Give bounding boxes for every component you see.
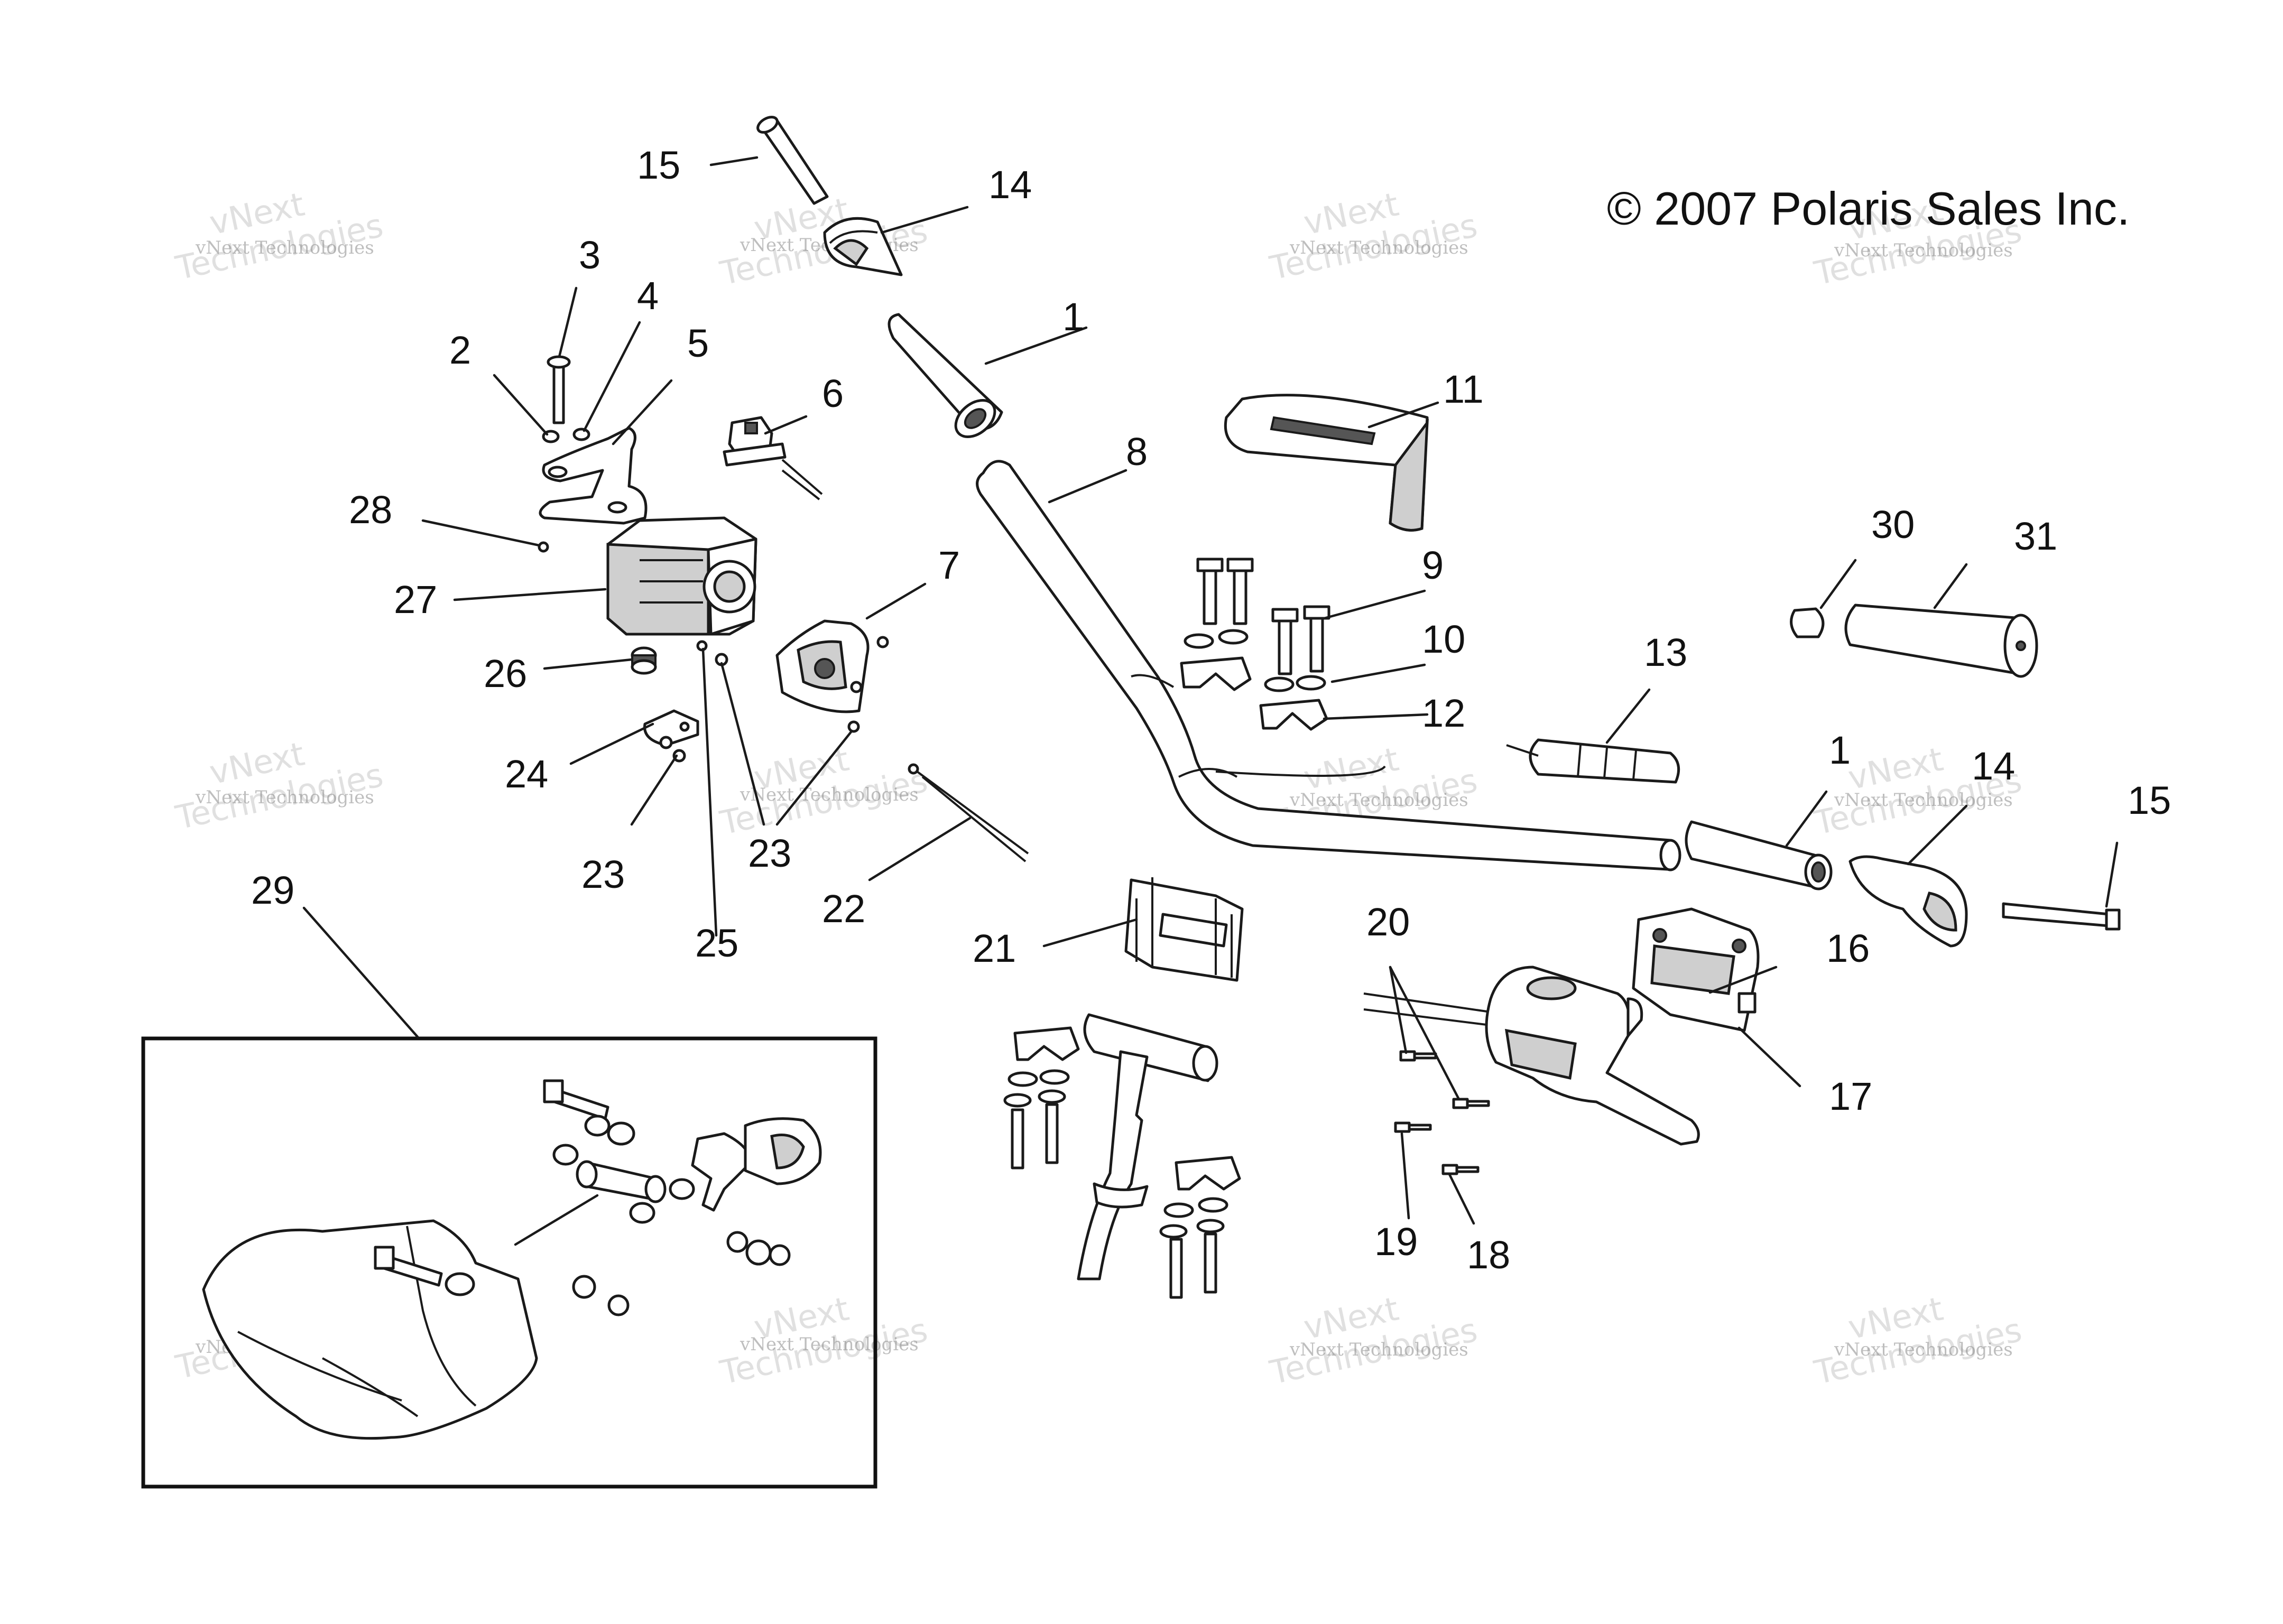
callout-17: 17 <box>1829 1074 1872 1118</box>
part-steering-post <box>1077 1013 1218 1280</box>
callout-4: 4 <box>637 274 659 318</box>
part-control-housing <box>606 516 757 636</box>
part-small-pin <box>538 541 549 553</box>
callout-3: 3 <box>579 233 600 277</box>
watermark-text: vNext Technologies <box>1289 237 1468 258</box>
leader-lines <box>302 156 2119 1246</box>
watermark-text: vNext Technologies <box>1289 1339 1468 1360</box>
callout-26: 26 <box>484 652 527 695</box>
callout-27: 27 <box>394 578 437 621</box>
callout-25: 25 <box>695 921 738 965</box>
callout-12: 12 <box>1422 691 1465 735</box>
callout-labels: 15 14 3 4 2 5 1 6 8 11 28 27 7 9 30 31 1… <box>251 143 2171 1277</box>
callout-20: 20 <box>1366 900 1410 944</box>
part-switch <box>723 416 823 500</box>
watermark-text: vNext Technologies <box>1834 1339 2013 1360</box>
part-clamp-set-top <box>1180 558 1330 731</box>
part-handlebar <box>976 460 1681 871</box>
part-bolt-right <box>2002 902 2121 931</box>
part-mount-bracket <box>1124 877 1244 982</box>
callout-30: 30 <box>1871 503 1915 546</box>
callout-8: 8 <box>1126 430 1148 474</box>
callout-9: 9 <box>1422 543 1444 587</box>
part-bolt-top-left <box>756 116 829 205</box>
callout-15-top: 15 <box>637 143 680 187</box>
callout-5: 5 <box>687 321 709 365</box>
part-switch-cover <box>775 619 889 733</box>
callout-16: 16 <box>1826 926 1870 970</box>
callout-22: 22 <box>822 887 865 931</box>
part-throttle-cable <box>908 763 1029 862</box>
callout-11: 11 <box>1443 367 1484 411</box>
part-grip-left <box>888 313 1003 438</box>
callout-1-right: 1 <box>1829 728 1851 772</box>
copyright-notice: © 2007 Polaris Sales Inc. <box>1607 182 2130 235</box>
callout-2: 2 <box>449 328 471 372</box>
callout-10: 10 <box>1422 617 1465 661</box>
part-cover-plate <box>643 709 699 763</box>
callout-23-right: 23 <box>748 831 791 875</box>
callout-19: 19 <box>1374 1220 1418 1264</box>
callout-13: 13 <box>1644 630 1687 674</box>
watermark-text: vNext Technologies <box>740 784 919 805</box>
callout-21: 21 <box>973 926 1016 970</box>
callout-23-left: 23 <box>581 852 625 896</box>
watermark-text: vNext Technologies <box>1834 790 2013 811</box>
part-brake-master-cylinder <box>1363 966 1700 1146</box>
callout-29: 29 <box>251 868 294 912</box>
callout-6: 6 <box>822 372 844 415</box>
part-hand-warmer <box>1506 738 1680 784</box>
part-clamp-set-bottom <box>1003 1026 1241 1299</box>
part-screws-lower-right <box>1394 1050 1490 1175</box>
part-grip-right <box>1685 820 1833 890</box>
part-grip-cap-and-grip <box>1790 604 2038 678</box>
callout-14-right: 14 <box>1972 744 2015 788</box>
inset-box <box>141 1036 877 1489</box>
callout-24: 24 <box>505 752 548 796</box>
part-bracket-assembly <box>539 355 648 525</box>
callout-15-right: 15 <box>2128 778 2171 822</box>
part-windshield-assembly <box>202 1079 822 1440</box>
watermark-text: vNext Technologies <box>195 237 374 258</box>
callout-28: 28 <box>349 488 392 532</box>
callout-7: 7 <box>938 543 960 587</box>
callout-1-top: 1 <box>1062 295 1084 339</box>
callout-18: 18 <box>1467 1233 1510 1277</box>
watermark-text: vNext Technologies <box>195 787 374 808</box>
part-brake-reservoir-cover <box>1632 907 1760 1032</box>
part-nut <box>631 646 657 675</box>
watermark-text: vNext Technologies <box>1289 790 1468 811</box>
part-handlebar-pad <box>1224 394 1429 532</box>
part-end-cap-right <box>1848 855 1968 948</box>
callout-31: 31 <box>2014 514 2057 558</box>
watermark-text: vNext Technologies <box>1834 240 2013 261</box>
callout-14-top: 14 <box>988 163 1032 207</box>
watermark-text: vNext Technologies <box>740 1334 919 1355</box>
